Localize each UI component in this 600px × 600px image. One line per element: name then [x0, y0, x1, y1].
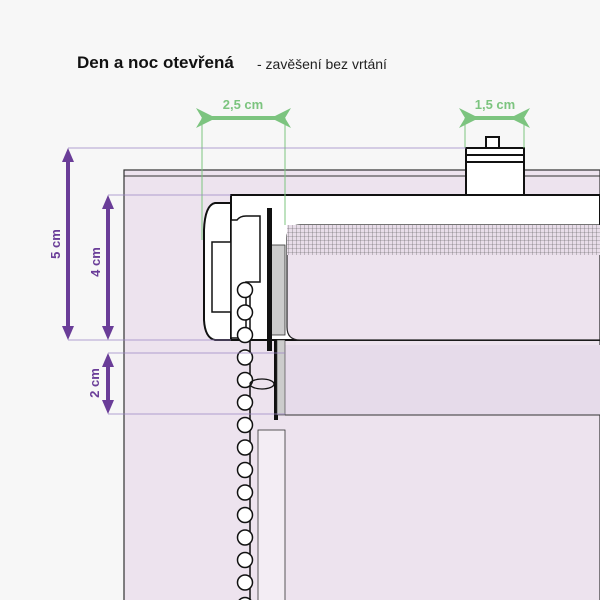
chain-bead [236, 349, 254, 366]
chain-bead [236, 574, 254, 591]
width-dimensions [196, 108, 530, 240]
chain-bead [236, 461, 254, 479]
chain-bead [236, 281, 254, 299]
chain-bead [236, 439, 254, 456]
chain-bead [236, 484, 254, 501]
dim-height-total: 5 cm [48, 229, 63, 259]
chain-bead [236, 304, 254, 321]
chain-bead [238, 596, 252, 600]
dim-width-bracket: 1,5 cm [475, 97, 515, 112]
chain-bead [236, 394, 254, 411]
chain-bead [236, 551, 254, 569]
chain-bead [236, 416, 254, 434]
dim-width-profile: 2,5 cm [223, 97, 263, 112]
fabric [257, 224, 600, 600]
chain-bead [236, 506, 254, 524]
title: Den a noc otevřená [77, 53, 234, 72]
bead-chain[interactable] [236, 281, 254, 600]
subtitle: - zavěšení bez vrtání [257, 56, 387, 72]
chain-hook [249, 378, 275, 390]
dim-height-gap: 2 cm [87, 368, 102, 398]
chain-bead [236, 371, 254, 389]
dim-height-cassette: 4 cm [88, 247, 103, 277]
chain-bead [236, 326, 254, 344]
height-dimensions [62, 147, 466, 415]
cassette-profile [203, 202, 286, 420]
chain-bead [236, 529, 254, 546]
bracket [465, 136, 525, 196]
